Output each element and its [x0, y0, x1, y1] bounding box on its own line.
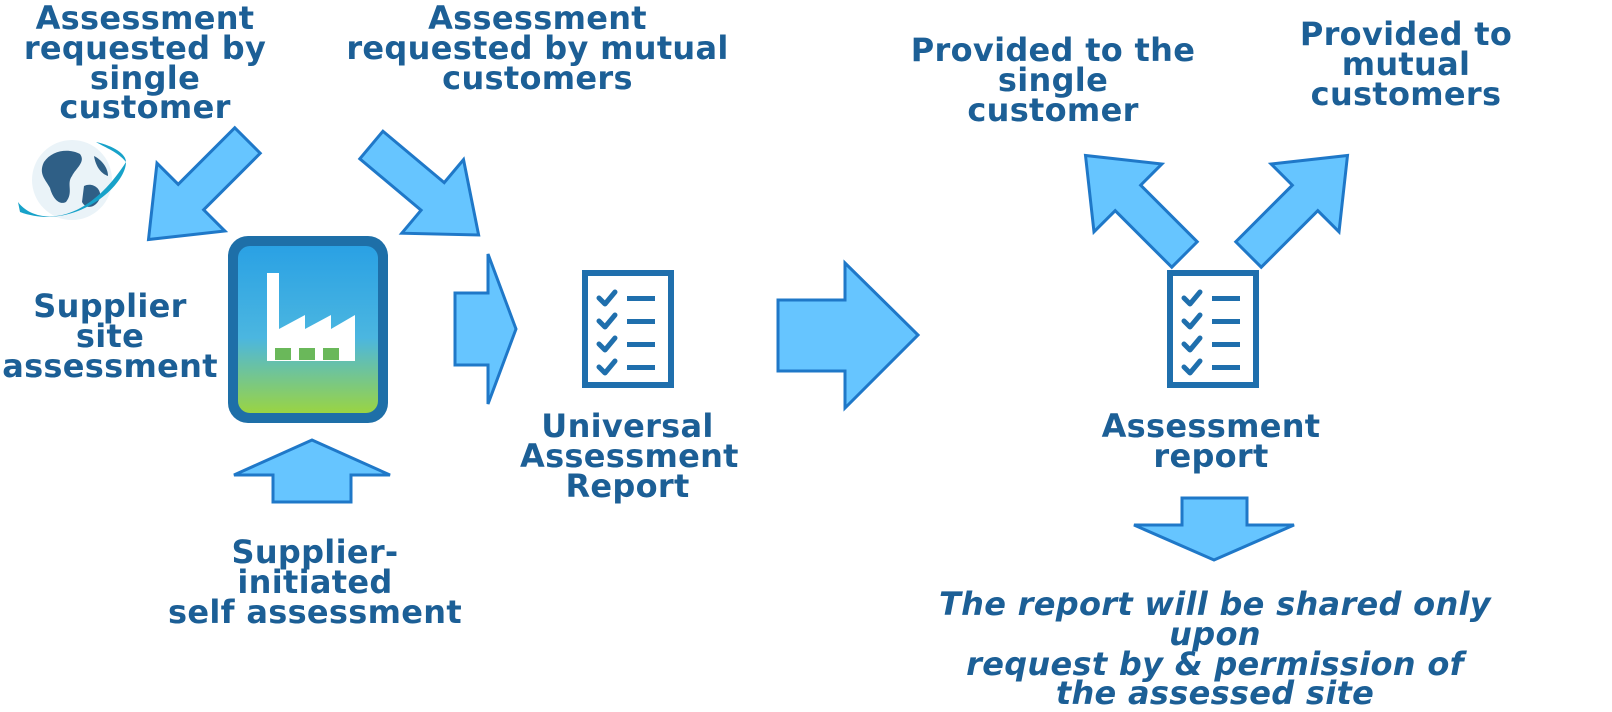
label-sharing-note: The report will be shared only upon requ…	[939, 585, 1491, 712]
arrow-single-customer-to-site	[146, 125, 263, 242]
label-provided-single: Provided to the single customer	[910, 31, 1196, 129]
label-single-customer-request: Assessment requested by single customer	[23, 0, 267, 127]
arrow-to-single-customer	[1083, 153, 1200, 270]
globe-icon	[18, 140, 126, 220]
arrow-mutual-customers-to-site	[357, 129, 481, 237]
arrow-to-mutual-customers	[1233, 153, 1350, 270]
arrow-self-assessment-to-site	[233, 438, 391, 504]
arrow-report-to-note	[1133, 496, 1295, 562]
arrow-universal-to-assessment-report	[776, 259, 921, 412]
label-universal-report: Universal Assessment Report	[520, 407, 739, 505]
label-supplier-self-assessment: Supplier-initiated self assessment	[168, 533, 462, 631]
label-mutual-customers-request: Assessment requested by mutual customers	[346, 0, 729, 97]
arrow-site-to-report	[453, 253, 518, 405]
label-provided-mutual: Provided to mutual customers	[1299, 15, 1513, 113]
checklist-icon	[582, 270, 674, 388]
label-supplier-site-assessment: Supplier site assessment	[2, 287, 218, 385]
checklist-icon	[1167, 270, 1259, 388]
factory-icon	[228, 236, 388, 423]
label-assessment-report: Assessment report	[1101, 407, 1321, 475]
